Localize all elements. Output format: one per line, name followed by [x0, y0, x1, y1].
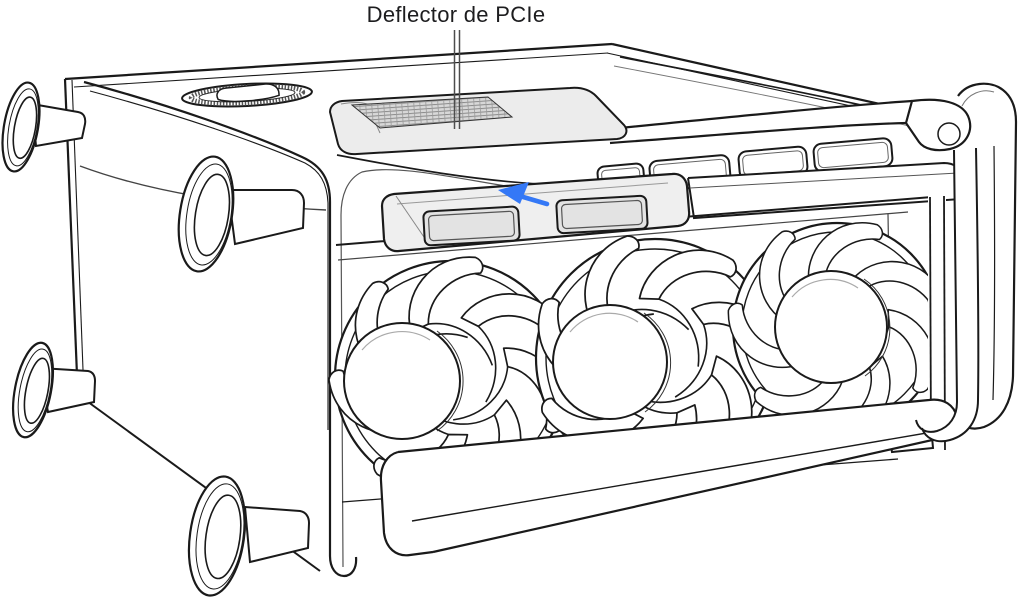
callout-line: [453, 30, 461, 129]
pcie-deflector-front-panel: [380, 172, 691, 253]
foot-bottom-far: [11, 341, 97, 439]
twist-latch: [181, 82, 313, 108]
foot-top-far: [1, 81, 87, 173]
top-handle: [609, 99, 913, 145]
feet: [1, 81, 311, 597]
deflector-grille: [350, 96, 514, 129]
base-rail: [379, 398, 961, 557]
slide-arrow-icon: [498, 182, 550, 207]
deflector-slot-2: [555, 194, 649, 235]
fan-1: [315, 240, 582, 505]
top-handle-hook: [904, 98, 980, 443]
foot-top-near: [177, 155, 306, 273]
callout-label: Deflector de PCIe: [366, 2, 546, 27]
foot-bottom-near: [187, 475, 311, 597]
deflector-slot-1: [422, 205, 521, 247]
fan-3: [713, 207, 950, 448]
slide-arrow-head: [498, 182, 529, 204]
pcie-deflector-top: [328, 86, 628, 156]
